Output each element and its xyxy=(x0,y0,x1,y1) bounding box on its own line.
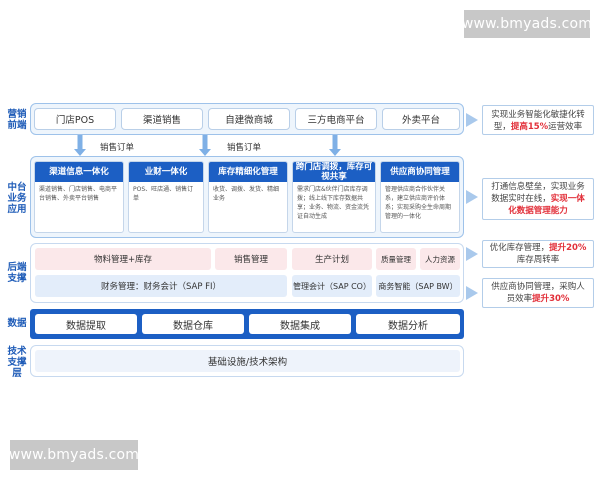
middle-card-title: 供应商协同管理 xyxy=(381,162,459,182)
data-warehouse: 数据仓库 xyxy=(142,314,244,334)
watermark-top: www.bmyads.com xyxy=(462,10,592,38)
middle-card-title: 业财一体化 xyxy=(129,162,203,182)
layer-label-marketing: 营销 前端 xyxy=(7,109,27,131)
channel-microshop: 自建微商城 xyxy=(208,108,290,130)
sales-order-label-2: 销售订单 xyxy=(227,143,262,153)
watermark-bottom: www.bmyads.com xyxy=(9,440,139,470)
callout-text: 打通信息壁垒，实现业务数据实时在线，实现一体化数据管理能力 xyxy=(491,182,585,216)
arrow-head-2 xyxy=(199,149,211,156)
backend-materials: 物料管理+库存 xyxy=(35,248,211,270)
chevron-4 xyxy=(466,286,478,300)
callout-text: 优化库存管理，提升20%库存周转率 xyxy=(489,243,587,265)
callout-supplier: 供应商协同管理，采购人员效率提升30% xyxy=(482,278,594,308)
middle-card-body: 收货、调拨、发货、精细业务 xyxy=(213,186,280,202)
channel-sales: 渠道销售 xyxy=(121,108,203,130)
callout-text: 实现业务智能化敏捷化转型，提高15%运营效率 xyxy=(491,110,585,132)
tech-infrastructure: 基础设施/技术架构 xyxy=(35,350,460,372)
middle-card-supplier: 供应商协同管理 管理供应商合作伙伴关系，建立供应商评价体系；实现采购全生命周期管… xyxy=(380,161,460,233)
arrow-head-1 xyxy=(74,149,86,156)
middle-card-inventory: 库存精细化管理 收货、调拨、发货、精细业务 xyxy=(208,161,288,233)
backend-production: 生产计划 xyxy=(292,248,372,270)
backend-quality: 质量管理 xyxy=(376,248,416,270)
backend-sales-mgmt: 销售管理 xyxy=(215,248,287,270)
data-analysis: 数据分析 xyxy=(356,314,460,334)
middle-card-title: 库存精细化管理 xyxy=(209,162,287,182)
data-extract: 数据提取 xyxy=(35,314,137,334)
middle-card-body: 需求门店&伙伴门店库存调拨；线上线下库存数据共享；业务、物流、资金流凭证自动生成 xyxy=(297,186,370,220)
sales-order-label-1: 销售订单 xyxy=(100,143,135,153)
callout-efficiency: 实现业务智能化敏捷化转型，提高15%运营效率 xyxy=(482,105,594,135)
middle-card-title: 跨门店调拨，库存可视共享 xyxy=(293,162,375,182)
middle-card-channel: 渠道信息一体化 渠道销售、门店销售、电商平台销售、外卖平台销售 xyxy=(34,161,124,233)
layer-label-data: 数据 xyxy=(7,317,27,329)
middle-card-title: 渠道信息一体化 xyxy=(35,162,123,182)
layer-label-middle: 中台 业务 应用 xyxy=(7,181,27,215)
middle-card-body: 渠道销售、门店销售、电商平台销售、外卖平台销售 xyxy=(39,186,118,202)
channel-pos: 门店POS xyxy=(34,108,116,130)
chevron-1 xyxy=(466,113,478,127)
middle-card-finance: 业财一体化 POS、旺店通、销售订单 xyxy=(128,161,204,233)
backend-hr: 人力资源 xyxy=(420,248,460,270)
channel-takeout: 外卖平台 xyxy=(382,108,460,130)
chevron-2 xyxy=(466,190,478,204)
layer-label-tech: 技术 支撑 层 xyxy=(7,345,27,379)
chevron-3 xyxy=(466,247,478,261)
backend-business-intelligence: 商务智能（SAP BW） xyxy=(376,275,460,297)
callout-inventory: 优化库存管理，提升20%库存周转率 xyxy=(482,240,594,268)
middle-card-body: POS、旺店通、销售订单 xyxy=(133,186,194,202)
backend-management-accounting: 管理会计（SAP CO） xyxy=(292,275,372,297)
callout-data-integration: 打通信息壁垒，实现业务数据实时在线，实现一体化数据管理能力 xyxy=(482,178,594,220)
channel-ecommerce: 三方电商平台 xyxy=(295,108,377,130)
callout-text: 供应商协同管理，采购人员效率提升30% xyxy=(491,282,585,304)
layer-label-backend: 后端 支撑 xyxy=(7,262,27,284)
data-integration: 数据集成 xyxy=(249,314,351,334)
backend-financial-accounting: 财务管理：财务会计（SAP FI） xyxy=(35,275,287,297)
arrow-head-3 xyxy=(329,149,341,156)
middle-card-body: 管理供应商合作伙伴关系，建立供应商评价体系；实现采购全生命周期管理的一体化 xyxy=(385,186,452,220)
middle-card-transfer: 跨门店调拨，库存可视共享 需求门店&伙伴门店库存调拨；线上线下库存数据共享；业务… xyxy=(292,161,376,233)
